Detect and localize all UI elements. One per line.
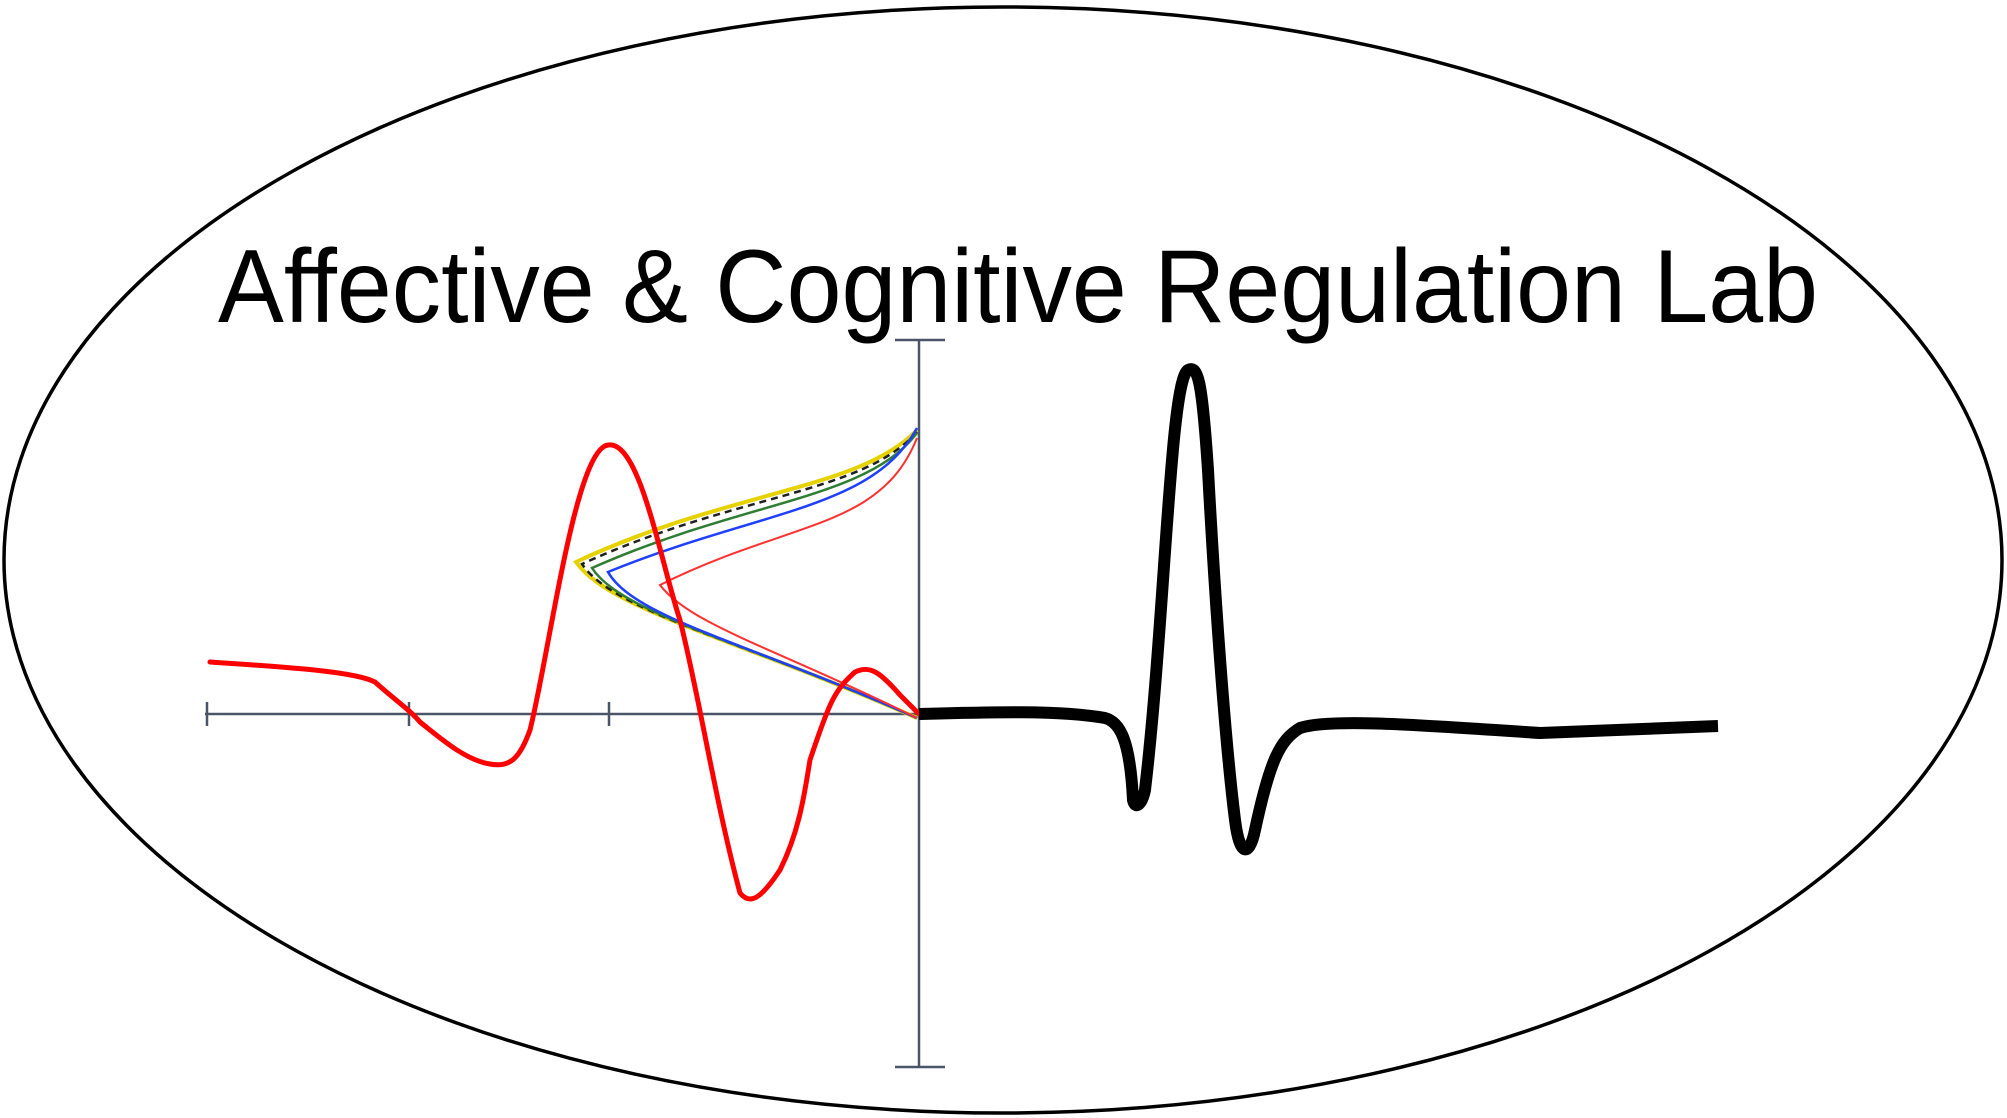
red-waveform [207,442,922,902]
curve-bundle [572,427,919,720]
curve-red-thin [658,437,918,719]
curve-blue [606,427,919,720]
logo-oval-frame [2,5,2004,1115]
lab-title: Affective & Cognitive Regulation Lab [218,229,1818,345]
y-axis [895,338,945,1069]
curve-dashed [580,431,918,720]
black-spike-waveform [918,363,1719,856]
